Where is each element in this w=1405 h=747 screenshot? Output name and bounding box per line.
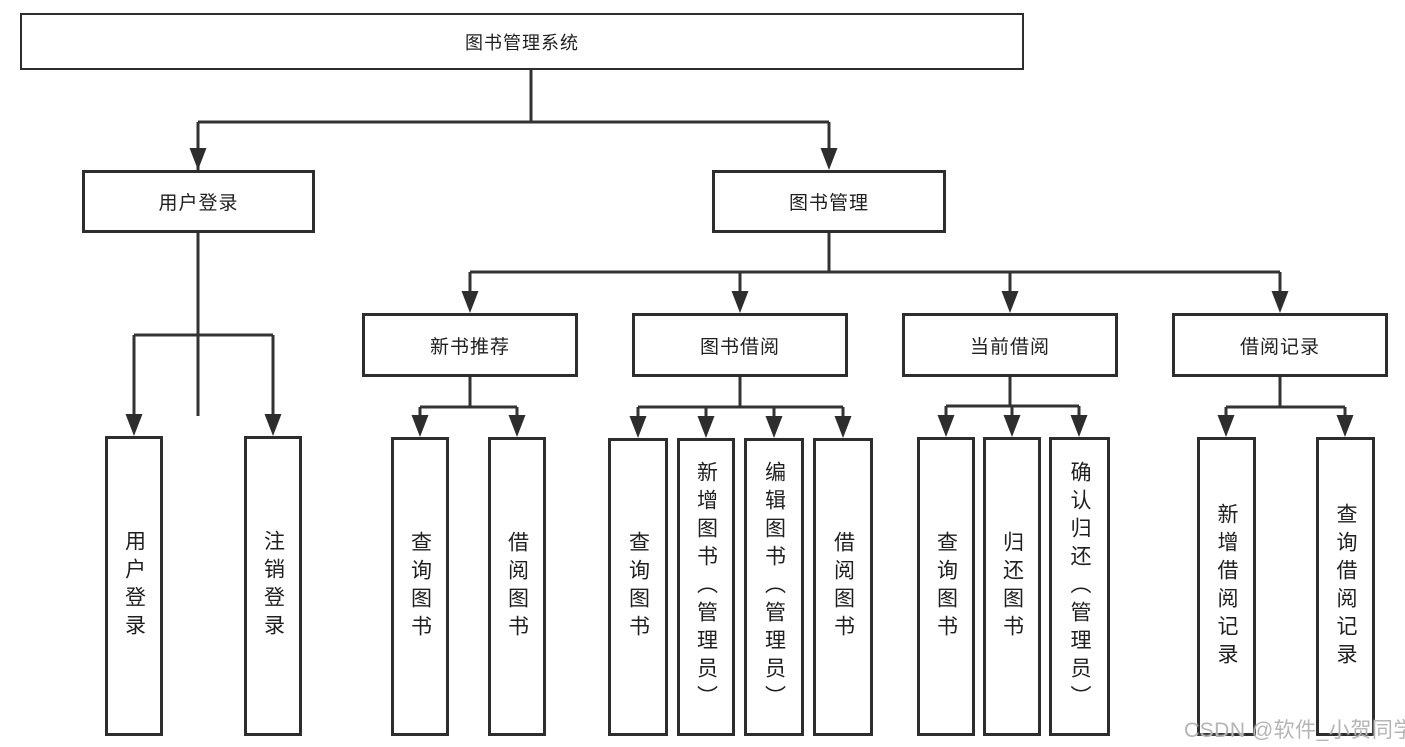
leaf-label: 编辑图书（管理员） xyxy=(762,461,786,713)
node-book-borrowing: 图书借阅 xyxy=(632,313,848,377)
leaf-query-books-borrow: 查询图书 xyxy=(608,438,668,736)
leaf-label: 用户登录 xyxy=(122,530,146,642)
node-book-management: 图书管理 xyxy=(712,170,946,233)
leaf-edit-book-admin: 编辑图书（管理员） xyxy=(744,438,804,736)
leaf-query-borrow-record: 查询借阅记录 xyxy=(1316,437,1375,736)
node-new-book-recommend: 新书推荐 xyxy=(362,313,578,377)
leaf-query-books-recommend: 查询图书 xyxy=(391,437,449,736)
leaf-confirm-return-admin: 确认归还（管理员） xyxy=(1049,437,1110,736)
leaf-label: 查询图书 xyxy=(408,530,432,643)
leaf-label: 借阅图书 xyxy=(505,530,529,643)
node-library-system: 图书管理系统 xyxy=(20,13,1024,70)
leaf-return-books: 归还图书 xyxy=(983,437,1041,736)
node-borrowing-records: 借阅记录 xyxy=(1172,313,1388,377)
leaf-borrow-books-recommend: 借阅图书 xyxy=(488,437,546,736)
leaf-add-borrow-record: 新增借阅记录 xyxy=(1197,437,1256,736)
watermark-text: CSDN @软件_小贺同学 xyxy=(1184,719,1405,742)
leaf-label: 新增图书（管理员） xyxy=(694,461,718,713)
leaf-user-login: 用户登录 xyxy=(105,436,163,736)
node-current-borrowing: 当前借阅 xyxy=(902,313,1118,377)
leaf-label: 注销登录 xyxy=(261,530,285,642)
leaf-label: 查询借阅记录 xyxy=(1334,502,1357,671)
node-user-login: 用户登录 xyxy=(82,170,315,233)
leaf-label: 查询图书 xyxy=(626,531,650,643)
leaf-borrow-books: 借阅图书 xyxy=(813,438,873,736)
leaf-logout: 注销登录 xyxy=(244,436,302,736)
leaf-query-books-current: 查询图书 xyxy=(917,437,975,736)
leaf-label: 查询图书 xyxy=(934,530,958,643)
leaf-label: 归还图书 xyxy=(1000,530,1024,643)
leaf-label: 借阅图书 xyxy=(831,531,855,643)
leaf-label: 新增借阅记录 xyxy=(1215,502,1238,671)
leaf-add-book-admin: 新增图书（管理员） xyxy=(677,438,735,736)
leaf-label: 确认归还（管理员） xyxy=(1068,460,1091,713)
